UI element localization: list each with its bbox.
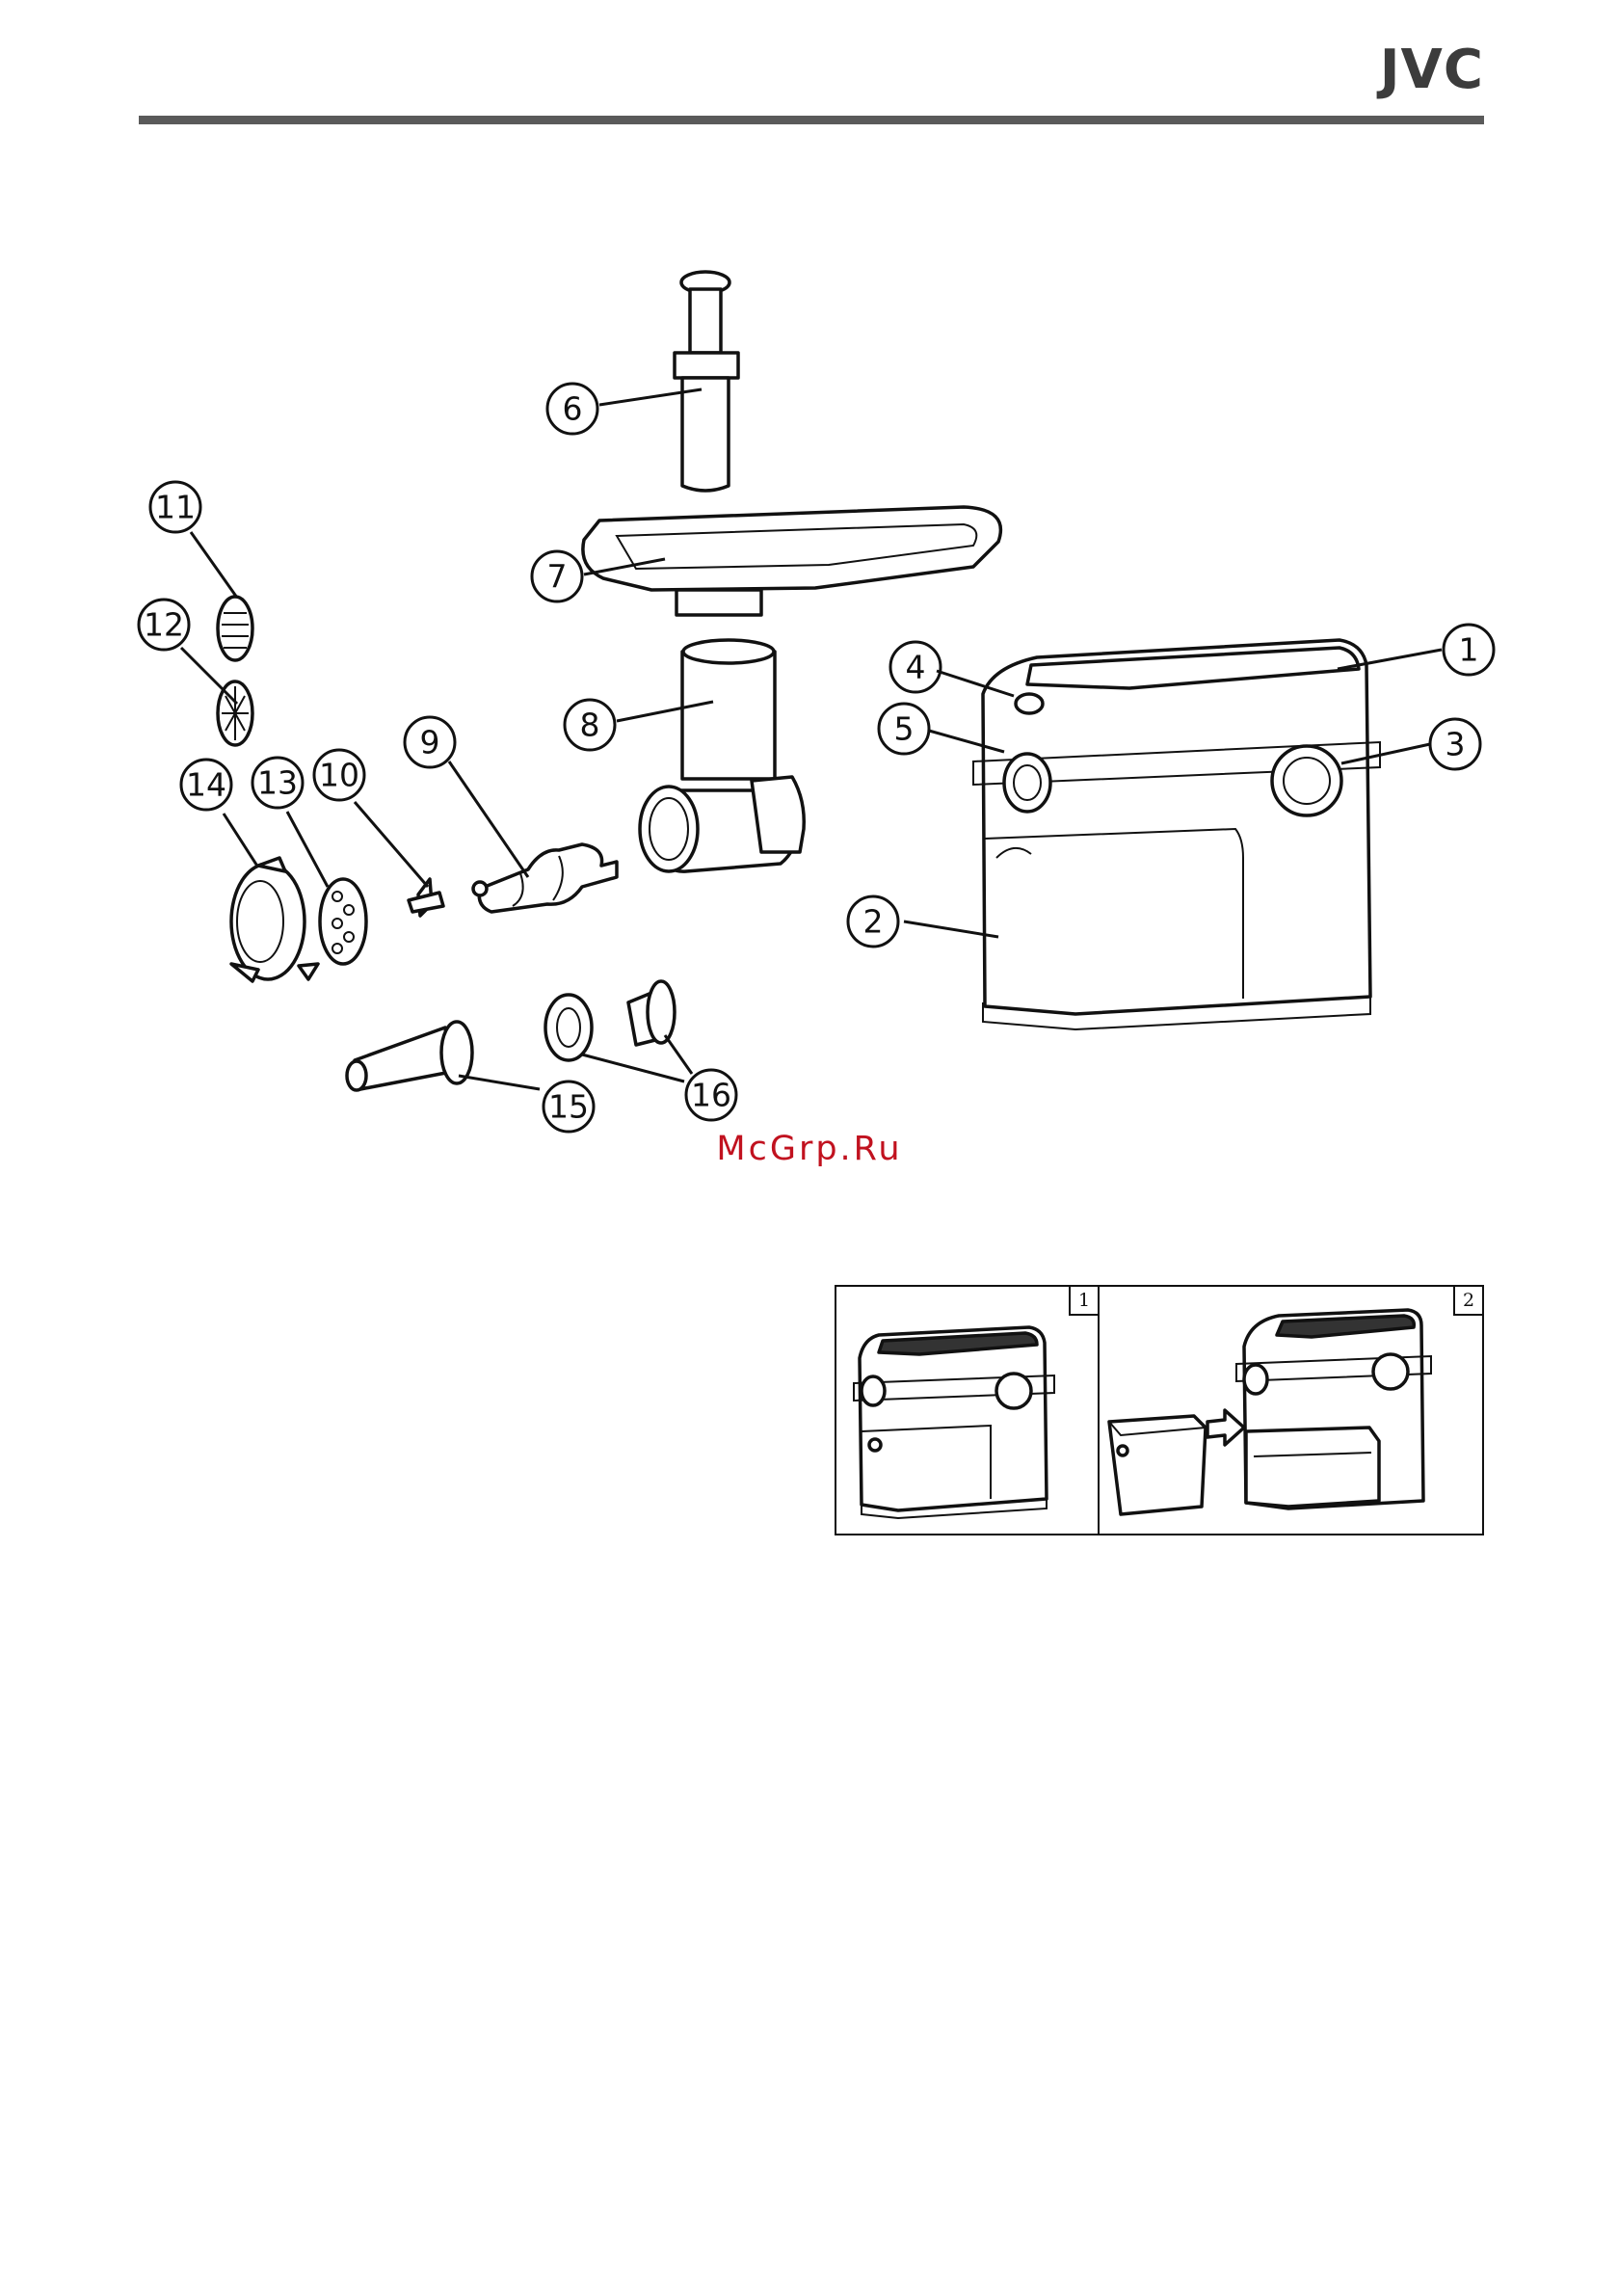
svg-text:9: 9 (420, 724, 440, 761)
svg-text:15: 15 (548, 1088, 589, 1126)
svg-text:16: 16 (691, 1077, 731, 1114)
svg-text:14: 14 (186, 766, 226, 804)
svg-text:12: 12 (144, 606, 184, 644)
kebbe-attachment-part (545, 981, 675, 1060)
step-2-panel: 2 (1100, 1287, 1482, 1534)
svg-text:3: 3 (1446, 726, 1466, 763)
svg-text:10: 10 (319, 757, 359, 794)
step-1-panel: 1 (836, 1287, 1100, 1534)
step-2-label: 2 (1453, 1287, 1482, 1316)
svg-text:11: 11 (155, 489, 196, 526)
callout-14: 14 (181, 760, 231, 810)
ring-nut-part (231, 858, 318, 981)
callout-6: 6 (547, 384, 597, 434)
callout-13: 13 (252, 758, 303, 808)
svg-text:2: 2 (863, 903, 884, 941)
step-2-illustration (1100, 1287, 1482, 1534)
step-1-illustration (836, 1287, 1098, 1534)
svg-text:1: 1 (1459, 631, 1479, 669)
callout-4: 4 (890, 642, 941, 692)
pusher-part (675, 272, 738, 491)
auger-part (473, 844, 617, 912)
svg-text:8: 8 (580, 707, 600, 744)
svg-text:4: 4 (906, 649, 926, 686)
head-part (640, 640, 804, 871)
svg-text:13: 13 (257, 764, 298, 802)
motor-body-part (973, 640, 1380, 1029)
fine-plate-part (218, 597, 252, 660)
svg-text:6: 6 (563, 390, 583, 428)
callout-15: 15 (544, 1081, 594, 1132)
assembly-steps-figure: 1 2 (835, 1285, 1484, 1535)
svg-text:5: 5 (894, 710, 915, 748)
callout-16: 16 (686, 1070, 736, 1120)
callout-1: 1 (1444, 625, 1494, 675)
callout-8: 8 (565, 700, 615, 750)
callout-5: 5 (879, 704, 929, 754)
coarse-plate-part (320, 879, 366, 964)
callout-9: 9 (405, 717, 455, 767)
callout-3: 3 (1430, 719, 1480, 769)
watermark-text: McGrp.Ru (617, 1126, 1002, 1172)
sausage-nozzle-part (347, 1022, 472, 1090)
svg-text:7: 7 (547, 558, 568, 596)
callout-7: 7 (532, 551, 582, 601)
callout-10: 10 (314, 750, 364, 800)
callout-11: 11 (150, 482, 200, 532)
exploded-parts-diagram: 1 2 3 4 5 6 7 8 9 10 11 12 13 14 15 16 (0, 0, 1618, 1215)
step-1-label: 1 (1069, 1287, 1098, 1316)
callout-12: 12 (139, 600, 189, 650)
tray-part (583, 507, 1001, 615)
callout-2: 2 (848, 896, 898, 947)
